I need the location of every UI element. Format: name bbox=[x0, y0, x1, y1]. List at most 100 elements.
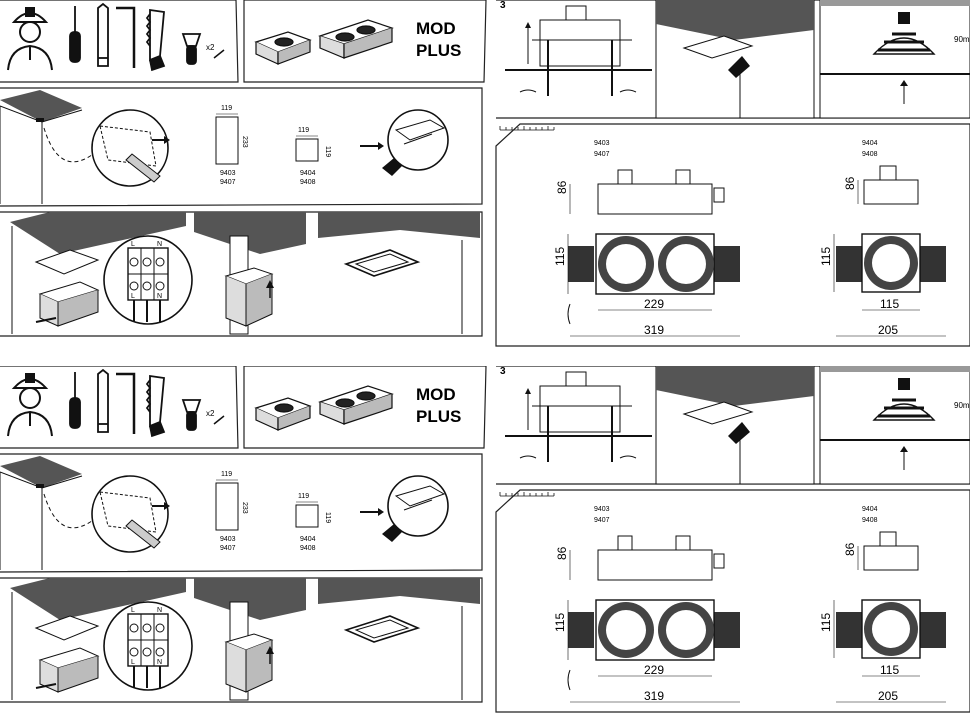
double-inner-width: 229 bbox=[644, 663, 664, 677]
template-single: 119 119 9404 9408 bbox=[295, 127, 331, 186]
single-outer-width: 205 bbox=[878, 689, 898, 703]
template-double-height: 233 bbox=[241, 502, 248, 514]
template-single-width: 119 bbox=[298, 127, 309, 134]
template-single-height: 119 bbox=[324, 146, 331, 157]
template-single-height: 119 bbox=[324, 512, 331, 523]
terminal-block-detail: L N L N bbox=[103, 235, 193, 325]
double-module-drawing: 9403 9407 86 115 229 319 bbox=[553, 140, 740, 337]
product-panel: MOD PLUS bbox=[243, 366, 487, 449]
brand-line-1: MOD bbox=[416, 19, 456, 38]
instruction-sheet: x2 MOD PLUS bbox=[0, 0, 970, 347]
template-single-code-2: 9408 bbox=[300, 179, 316, 186]
magnifier-detail bbox=[91, 109, 169, 187]
template-single-code-1: 9404 bbox=[300, 536, 316, 543]
marker-icon bbox=[97, 368, 109, 433]
terminal-top-n: N bbox=[157, 607, 162, 614]
double-module-drawing: 9403 9407 86 115 229 319 bbox=[553, 506, 740, 703]
installation-step-panel: 3 90m bbox=[496, 366, 970, 497]
scale-ruler bbox=[499, 492, 555, 497]
wiring-step-panel: L N L N bbox=[0, 577, 483, 703]
single-code-1: 9404 bbox=[862, 140, 878, 147]
installation-step-panel: 3 90m bbox=[496, 0, 970, 131]
template-single-code-1: 9404 bbox=[300, 170, 316, 177]
single-module-drawing: 9404 9408 86 115 115 205 bbox=[819, 140, 946, 337]
scale-ruler bbox=[499, 126, 555, 131]
dimension-drawings-panel: 9403 9407 86 115 229 319 9404 9408 bbox=[495, 489, 970, 713]
template-double: 119 233 9403 9407 bbox=[215, 471, 248, 552]
single-code-1: 9404 bbox=[862, 506, 878, 513]
screws-quantity: x2 bbox=[206, 409, 215, 418]
single-height: 86 bbox=[843, 542, 857, 556]
single-code-2: 9408 bbox=[862, 517, 878, 524]
saw-icon bbox=[145, 374, 166, 438]
single-depth: 115 bbox=[819, 247, 833, 266]
template-single-code-2: 9408 bbox=[300, 545, 316, 552]
template-single-width: 119 bbox=[298, 493, 309, 500]
screw-icon bbox=[213, 415, 225, 425]
depth-label: 90m bbox=[954, 401, 970, 410]
worker-icon bbox=[7, 373, 53, 437]
template-double-width: 119 bbox=[221, 105, 232, 112]
instruction-sheet: x2 MOD PLUS bbox=[0, 366, 970, 713]
screwdriver-icon bbox=[69, 372, 81, 429]
brand-line-2: PLUS bbox=[416, 41, 461, 60]
double-depth: 115 bbox=[553, 247, 567, 266]
cutout-step-panel: 119 233 9403 9407 119 119 9404 9408 bbox=[0, 453, 483, 573]
template-double-code-1: 9403 bbox=[220, 170, 236, 177]
terminal-bottom-l: L bbox=[131, 293, 135, 300]
single-module-illustration bbox=[254, 31, 312, 65]
double-module-illustration bbox=[318, 385, 394, 425]
cutout-step-panel: 119 233 9403 9407 119 119 9404 9408 bbox=[0, 87, 483, 207]
double-code-2: 9407 bbox=[594, 151, 610, 158]
template-double-code-2: 9407 bbox=[220, 545, 236, 552]
template-double-width: 119 bbox=[221, 471, 232, 478]
terminal-bottom-n: N bbox=[157, 659, 162, 666]
double-height: 86 bbox=[555, 180, 569, 194]
tools-panel: x2 bbox=[0, 366, 239, 449]
template-double-code-2: 9407 bbox=[220, 179, 236, 186]
spatula-icon bbox=[181, 399, 202, 431]
allen-key-icon bbox=[116, 6, 136, 68]
double-code-1: 9403 bbox=[594, 140, 610, 147]
terminal-top-n: N bbox=[157, 241, 162, 248]
double-depth: 115 bbox=[553, 613, 567, 632]
step-number: 3 bbox=[500, 0, 506, 11]
step-number: 3 bbox=[500, 366, 506, 377]
marker-icon bbox=[97, 2, 109, 67]
terminal-bottom-n: N bbox=[157, 293, 162, 300]
screw-icon bbox=[213, 49, 225, 59]
screws-quantity: x2 bbox=[206, 43, 215, 52]
screwdriver-icon bbox=[69, 6, 81, 63]
single-module-illustration bbox=[254, 397, 312, 431]
tools-panel: x2 bbox=[0, 0, 239, 83]
double-module-illustration bbox=[318, 19, 394, 59]
sheet-bottom: x2 MOD PLUS bbox=[0, 366, 970, 716]
dimension-drawings-panel: 9403 9407 86 115 229 319 9404 9408 bbox=[495, 123, 970, 347]
double-outer-width: 319 bbox=[644, 323, 664, 337]
terminal-top-l: L bbox=[131, 241, 135, 248]
template-double-code-1: 9403 bbox=[220, 536, 236, 543]
wiring-step-panel: L N L N bbox=[0, 211, 483, 337]
template-double: 119 233 9403 9407 bbox=[215, 105, 248, 186]
worker-icon bbox=[7, 7, 53, 71]
single-depth: 115 bbox=[819, 613, 833, 632]
cut-hole-detail bbox=[382, 109, 449, 176]
template-double-height: 233 bbox=[241, 136, 248, 148]
saw-icon bbox=[145, 8, 166, 72]
double-outer-width: 319 bbox=[644, 689, 664, 703]
double-code-2: 9407 bbox=[594, 517, 610, 524]
single-code-2: 9408 bbox=[862, 151, 878, 158]
cut-hole-detail bbox=[382, 475, 449, 542]
terminal-block-detail: L N L N bbox=[103, 601, 193, 691]
single-outer-width: 205 bbox=[878, 323, 898, 337]
double-code-1: 9403 bbox=[594, 506, 610, 513]
single-inner-width: 115 bbox=[880, 297, 899, 311]
brand-line-2: PLUS bbox=[416, 407, 461, 426]
spatula-icon bbox=[181, 33, 202, 65]
allen-key-icon bbox=[116, 372, 136, 434]
terminal-bottom-l: L bbox=[131, 659, 135, 666]
single-inner-width: 115 bbox=[880, 663, 899, 677]
single-module-drawing: 9404 9408 86 115 115 205 bbox=[819, 506, 946, 703]
brand-line-1: MOD bbox=[416, 385, 456, 404]
double-inner-width: 229 bbox=[644, 297, 664, 311]
